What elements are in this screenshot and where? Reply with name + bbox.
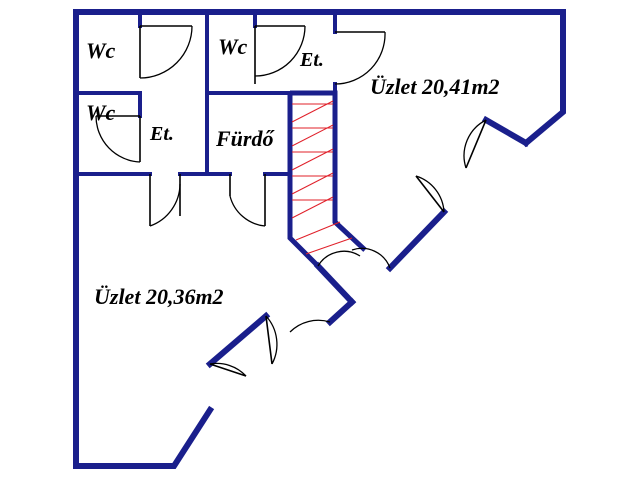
room-labels: Wc Wc Et. Üzlet 20,41m2 Wc Et. Fürdő Üzl… (86, 34, 500, 309)
outer-wall-left (73, 9, 215, 469)
room-label-wc-2: Wc (218, 34, 248, 59)
outer-wall-top (73, 9, 566, 148)
room-label-shop-2: Üzlet 20,36m2 (94, 284, 224, 309)
doors (95, 25, 487, 377)
room-label-et-1: Et. (299, 49, 324, 71)
room-label-shop-1: Üzlet 20,41m2 (370, 74, 500, 99)
room-label-et-2: Et. (149, 123, 174, 145)
diagonal-walls (205, 115, 531, 369)
outer-walls (73, 9, 566, 469)
door-et-1 (334, 31, 386, 85)
door-shop-1-double (415, 119, 487, 213)
door-shop-2-double (209, 315, 331, 377)
stair (287, 90, 367, 268)
door-wc-1 (139, 25, 193, 79)
room-label-wc-3: Wc (86, 100, 116, 125)
room-label-wc-1: Wc (86, 38, 116, 63)
door-bath (229, 174, 266, 227)
door-et-2 (149, 174, 181, 227)
stair-hatching (291, 100, 353, 255)
door-stair (317, 247, 391, 269)
door-wc-2 (254, 25, 306, 84)
door-wc-3 (95, 115, 141, 163)
room-label-bath: Fürdő (215, 126, 275, 151)
